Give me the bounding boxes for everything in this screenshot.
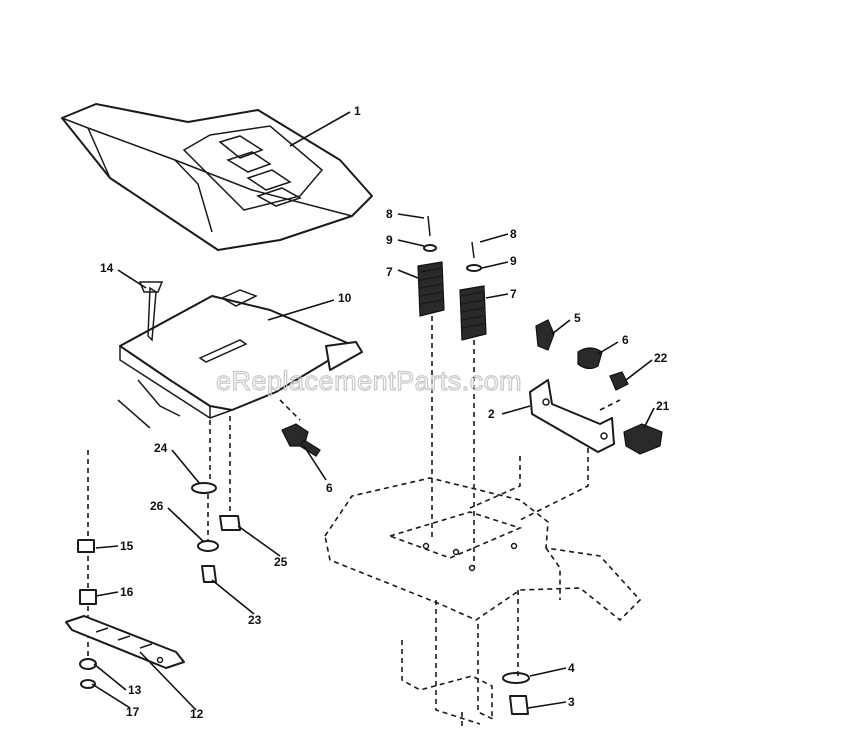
callout-7: 7 <box>386 265 393 279</box>
seat <box>61 103 373 251</box>
callout-2: 2 <box>488 407 495 421</box>
watermark-text: eReplacementParts.com <box>216 366 522 396</box>
callout-15: 15 <box>120 539 134 553</box>
callout-4: 4 <box>568 661 575 675</box>
callout-7: 7 <box>510 287 517 301</box>
callout-12: 12 <box>190 707 204 721</box>
callout-25: 25 <box>274 555 288 569</box>
callout-5: 5 <box>574 311 581 325</box>
callout-6: 6 <box>622 333 629 347</box>
seat-pan <box>117 289 363 429</box>
callout-21: 21 <box>656 399 670 413</box>
springs <box>417 215 487 341</box>
callout-26: 26 <box>150 499 164 513</box>
callout-14: 14 <box>100 261 114 275</box>
hardware <box>77 281 663 715</box>
callout-9: 9 <box>510 254 517 268</box>
callout-10: 10 <box>338 291 352 305</box>
callout-8: 8 <box>386 207 393 221</box>
callout-13: 13 <box>128 683 142 697</box>
adjuster-rail <box>65 615 185 669</box>
frame <box>87 316 642 726</box>
callouts: 1 10 14 8 9 7 8 9 7 5 6 22 2 21 6 24 26 … <box>100 104 670 721</box>
callout-1: 1 <box>354 104 361 118</box>
callout-24: 24 <box>154 441 168 455</box>
callout-3: 3 <box>568 695 575 709</box>
callout-9: 9 <box>386 233 393 247</box>
seat-bracket <box>529 379 615 453</box>
callout-23: 23 <box>248 613 262 627</box>
callout-8: 8 <box>510 227 517 241</box>
callout-17: 17 <box>126 705 140 719</box>
leader-lines <box>91 111 655 711</box>
callout-16: 16 <box>120 585 134 599</box>
callout-6: 6 <box>326 481 333 495</box>
callout-22: 22 <box>654 351 668 365</box>
